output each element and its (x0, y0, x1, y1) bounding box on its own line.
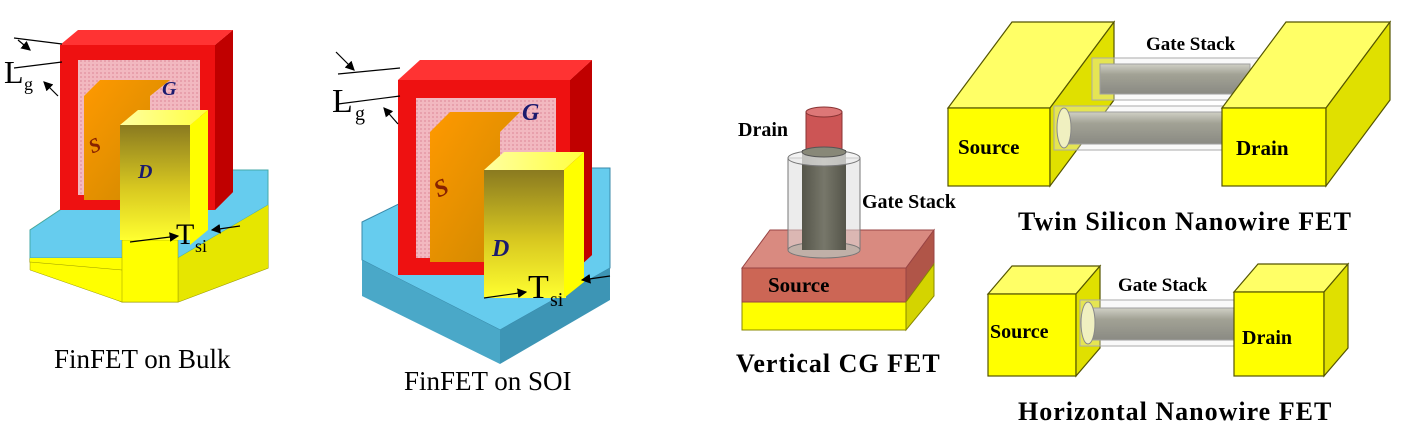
twin-source-label: Source (958, 135, 1019, 159)
soi-drain-label: D (491, 236, 509, 262)
soi-drain-fin (484, 170, 566, 298)
soi-lg-sub: g (355, 103, 365, 125)
finfet-soi-diagram: G S D L g T si FinFET on SOI (332, 52, 610, 396)
bulk-gate-label: G (162, 78, 177, 100)
twin-caption: Twin Silicon Nanowire FET (1018, 207, 1352, 236)
twin-gate-stack-label: Gate Stack (1146, 34, 1236, 55)
vcg-source-label: Source (768, 273, 829, 297)
hnw-caption: Horizontal Nanowire FET (1018, 397, 1332, 426)
bulk-tsi-sub: si (195, 236, 207, 256)
bulk-drain-label: D (137, 161, 152, 183)
hnw-gate-stack-label: Gate Stack (1118, 275, 1208, 296)
hnw-drain-label: Drain (1242, 327, 1292, 349)
vcg-drain-label: Drain (738, 119, 788, 141)
vertical-cg-diagram: Drain Gate Stack Source Vertical CG FET (736, 107, 957, 378)
horizontal-nanowire-diagram: Gate Stack Source Drain Horizontal Nanow… (988, 264, 1348, 426)
soi-tsi-main: T (528, 269, 549, 306)
bulk-caption: FinFET on Bulk (54, 344, 231, 374)
soi-lg-main: L (332, 83, 353, 120)
soi-gate-label: G (522, 100, 540, 126)
vcg-caption: Vertical CG FET (736, 349, 941, 378)
twin-nanowire-diagram: Gate Stack Source Drain Twin Silicon Nan… (948, 22, 1390, 236)
soi-tsi-sub: si (550, 289, 564, 311)
bulk-lg-sub: g (24, 74, 33, 94)
hnw-source-label: Source (990, 321, 1049, 343)
bulk-tsi-main: T (176, 218, 194, 251)
vcg-gate-stack-label: Gate Stack (862, 191, 957, 213)
twin-drain-label: Drain (1236, 136, 1289, 160)
bulk-lg-main: L (4, 54, 24, 90)
finfet-bulk-diagram: G S D L g T si FinFET on Bulk (4, 30, 268, 374)
soi-caption: FinFET on SOI (404, 366, 572, 396)
soi-lg-line-top (338, 68, 400, 74)
